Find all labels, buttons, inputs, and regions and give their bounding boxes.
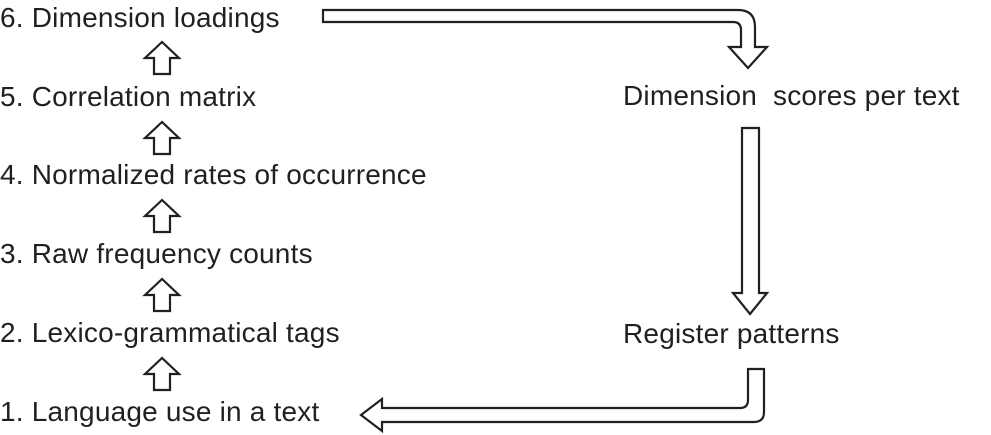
up-arrow-icon — [142, 198, 182, 234]
bend-down-arrow-icon — [321, 8, 770, 70]
up-arrow-icon — [142, 277, 182, 313]
bend-left-arrow-icon — [359, 367, 766, 434]
step-4-normalized-rates: 4. Normalized rates of occurrence — [0, 159, 427, 190]
dimension-scores-label: Dimension scores per text — [623, 80, 960, 111]
up-arrow-icon — [142, 40, 182, 76]
register-patterns-label: Register patterns — [623, 318, 840, 349]
step-3-raw-frequency-counts: 3. Raw frequency counts — [0, 238, 313, 269]
up-arrow-icon — [142, 120, 182, 156]
step-2-lexico-grammatical-tags: 2. Lexico-grammatical tags — [0, 317, 340, 348]
step-6-dimension-loadings: 6. Dimension loadings — [0, 2, 280, 33]
up-arrow-icon — [142, 356, 182, 392]
down-arrow-icon — [730, 126, 770, 316]
step-1-language-use: 1. Language use in a text — [0, 396, 320, 427]
step-5-correlation-matrix: 5. Correlation matrix — [0, 81, 257, 112]
